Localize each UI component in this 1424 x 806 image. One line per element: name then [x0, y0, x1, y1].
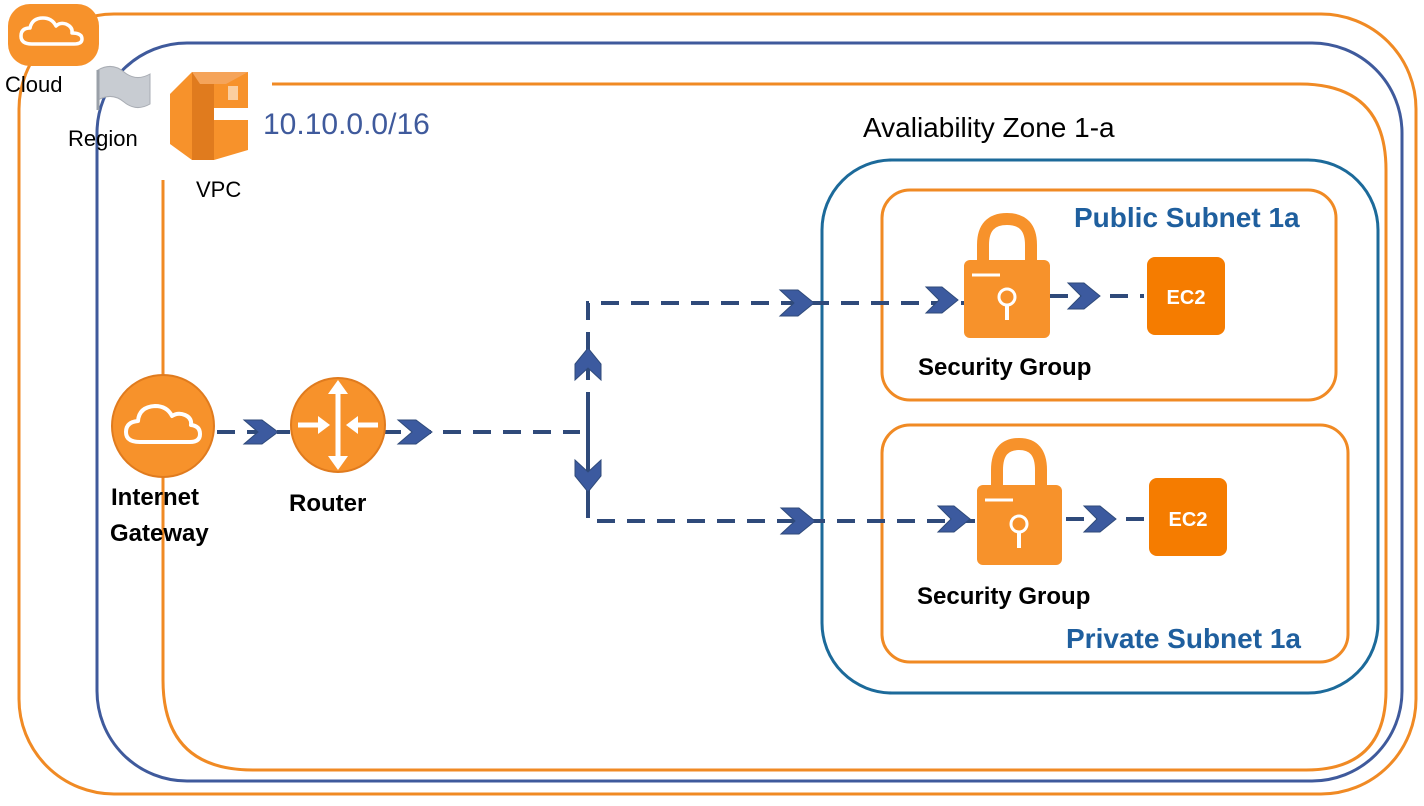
chevron-right-icon — [936, 505, 971, 533]
vpc-cidr: 10.10.0.0/16 — [263, 108, 430, 141]
chevron-right-icon — [924, 286, 959, 314]
private-subnet-boundary — [880, 423, 1350, 664]
availability-zone-label: Avaliability Zone 1-a — [863, 112, 1115, 143]
availability-zone-boundary — [820, 158, 1380, 695]
chevron-right-icon — [778, 289, 815, 317]
ec2-instance-icon: EC2 — [1147, 257, 1225, 335]
cloud-boundary — [17, 12, 1418, 796]
connector-branch-private — [586, 410, 1050, 523]
chevron-right-icon — [396, 419, 433, 445]
private-subnet-label: Private Subnet 1a — [1066, 623, 1301, 654]
internet-gateway-icon — [111, 374, 215, 478]
ec2-instance-icon: EC2 — [1149, 478, 1227, 556]
region-boundary — [95, 41, 1404, 783]
private-security-group-label: Security Group — [917, 583, 1090, 610]
router-label: Router — [289, 490, 366, 517]
padlock-icon — [964, 212, 1050, 338]
cloud-icon — [8, 4, 99, 66]
router-icon — [290, 377, 386, 473]
chevron-right-icon — [1082, 505, 1117, 533]
vpc-label: VPC — [196, 177, 241, 202]
chevron-up-icon — [574, 347, 602, 382]
padlock-icon — [977, 437, 1062, 565]
chevron-right-icon — [1066, 282, 1101, 310]
public-security-group-label: Security Group — [918, 354, 1091, 381]
public-ec2-label: EC2 — [1167, 287, 1206, 309]
cloud-label: Cloud — [5, 72, 62, 97]
connector-branch-public — [586, 301, 1050, 500]
private-ec2-label: EC2 — [1169, 509, 1208, 531]
region-label: Region — [68, 126, 138, 151]
vpc-icon — [170, 72, 248, 160]
chevron-right-icon — [779, 507, 816, 535]
chevron-right-icon — [242, 419, 279, 445]
public-subnet-label: Public Subnet 1a — [1074, 202, 1300, 233]
internet-gateway-label-line2: Gateway — [110, 520, 209, 547]
public-subnet-boundary — [880, 188, 1338, 402]
flag-icon — [96, 66, 151, 110]
flow-arrows — [242, 282, 1117, 535]
internet-gateway-label-line1: Internet — [111, 484, 199, 511]
chevron-down-icon — [574, 458, 602, 493]
vpc-boundary — [161, 82, 1388, 772]
